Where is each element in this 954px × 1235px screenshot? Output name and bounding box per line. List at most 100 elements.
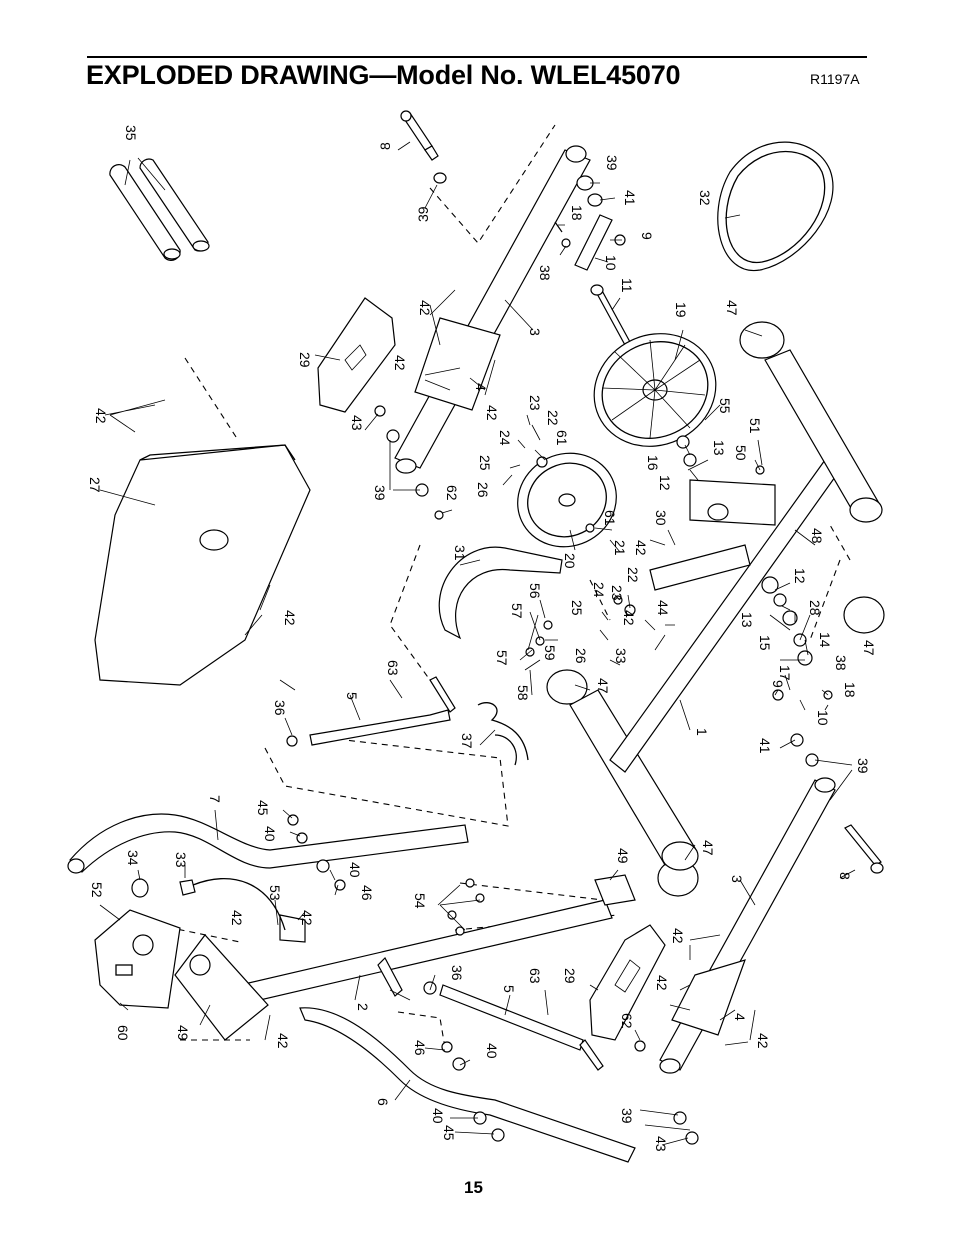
- callout-61: 61: [602, 510, 618, 526]
- page-number: 15: [464, 1178, 483, 1197]
- callout-11: 11: [619, 278, 635, 293]
- callout-10: 10: [815, 710, 831, 726]
- callout-44: 44: [655, 600, 671, 616]
- callout-57: 57: [509, 603, 525, 619]
- callout-57: 57: [494, 650, 510, 666]
- callout-35: 35: [123, 125, 139, 141]
- callout-54: 54: [412, 893, 428, 909]
- callout-23: 23: [609, 585, 625, 601]
- callout-32: 32: [697, 190, 713, 206]
- callout-42: 42: [621, 610, 637, 626]
- callout-63: 63: [527, 968, 543, 984]
- callout-31: 31: [452, 545, 468, 561]
- part-35-grip-tubes: [109, 158, 210, 261]
- callout-40: 40: [347, 862, 363, 878]
- leader-lines: [99, 141, 856, 1146]
- callout-42: 42: [275, 1033, 291, 1049]
- callout-51: 51: [747, 418, 763, 434]
- part-1-main-frame: [569, 349, 883, 871]
- callout-29: 29: [562, 968, 578, 984]
- part-3-lower-arm: [659, 777, 884, 1074]
- callout-12: 12: [657, 475, 673, 491]
- callout-52: 52: [89, 882, 105, 898]
- callout-39: 39: [415, 206, 431, 222]
- callout-26: 26: [573, 648, 589, 664]
- callout-40: 40: [262, 826, 278, 842]
- callout-62: 62: [444, 485, 460, 501]
- callout-62: 62: [619, 1013, 635, 1029]
- part-31-strap: [438, 546, 563, 640]
- callout-9: 9: [639, 232, 655, 240]
- callout-24: 24: [591, 582, 607, 598]
- callout-39: 39: [619, 1108, 635, 1124]
- callout-42: 42: [229, 910, 245, 926]
- callout-42: 42: [93, 408, 109, 424]
- callout-22: 22: [625, 567, 641, 583]
- part-2-mast: [239, 874, 636, 1004]
- callout-46: 46: [359, 885, 375, 901]
- callout-18: 18: [842, 682, 858, 698]
- callout-4: 4: [732, 1013, 748, 1021]
- callout-8: 8: [837, 872, 853, 880]
- part-3-upper-arm: [394, 145, 591, 474]
- callout-10: 10: [603, 255, 619, 271]
- part-5-upright-bottom: [377, 957, 604, 1071]
- callout-42: 42: [484, 405, 500, 421]
- callout-41: 41: [757, 738, 773, 754]
- callout-26: 26: [475, 482, 491, 498]
- callout-43: 43: [349, 415, 365, 431]
- part-5-upright-top: [286, 676, 456, 747]
- callout-29: 29: [297, 352, 313, 368]
- callout-47: 47: [595, 678, 611, 694]
- part-19-flywheel: [593, 333, 717, 447]
- callout-61: 61: [554, 430, 570, 446]
- part-29-pedal-bottom: [589, 924, 666, 1041]
- callout-15: 15: [757, 635, 773, 651]
- part-27-shroud: [94, 444, 311, 686]
- header-rule: [87, 56, 867, 58]
- callout-53: 53: [267, 885, 283, 901]
- callout-24: 24: [497, 430, 513, 446]
- callout-25: 25: [477, 455, 493, 471]
- callout-47: 47: [700, 840, 716, 856]
- callout-39: 39: [855, 758, 871, 774]
- drawing-code: R1197A: [810, 71, 860, 87]
- callout-58: 58: [515, 685, 531, 701]
- callout-16: 16: [645, 455, 661, 471]
- callout-13: 13: [711, 440, 727, 456]
- callout-42: 42: [755, 1033, 771, 1049]
- small-hardware: [287, 405, 833, 1145]
- callout-47: 47: [861, 640, 877, 656]
- callout-25: 25: [569, 600, 585, 616]
- callout-45: 45: [441, 1125, 457, 1141]
- callout-37: 37: [459, 733, 475, 749]
- callout-56: 56: [527, 583, 543, 599]
- callout-43: 43: [653, 1136, 669, 1152]
- callout-9: 9: [770, 680, 786, 688]
- part-6-lower-arm: [299, 1007, 636, 1163]
- part-32-belt: [717, 141, 834, 272]
- part-37-clip: [477, 702, 529, 766]
- callout-30: 30: [653, 510, 669, 526]
- callout-4: 4: [473, 383, 489, 391]
- callout-42: 42: [417, 300, 433, 316]
- callout-42: 42: [654, 975, 670, 991]
- callout-46: 46: [412, 1040, 428, 1056]
- callout-19: 19: [673, 302, 689, 318]
- callout-18: 18: [569, 205, 585, 221]
- callout-22: 22: [545, 410, 561, 426]
- callout-47: 47: [724, 300, 740, 316]
- callout-40: 40: [484, 1043, 500, 1059]
- callout-60: 60: [115, 1025, 131, 1041]
- callout-49: 49: [615, 848, 631, 864]
- callout-21: 21: [612, 540, 628, 556]
- callout-45: 45: [255, 800, 271, 816]
- callout-33: 33: [613, 648, 629, 664]
- page-title: EXPLODED DRAWING—Model No. WLEL45070: [86, 60, 681, 90]
- part-29-pedal-top: [317, 297, 396, 413]
- callout-48: 48: [809, 528, 825, 544]
- callout-14: 14: [817, 632, 833, 648]
- callout-5: 5: [344, 692, 360, 700]
- callout-42: 42: [392, 355, 408, 371]
